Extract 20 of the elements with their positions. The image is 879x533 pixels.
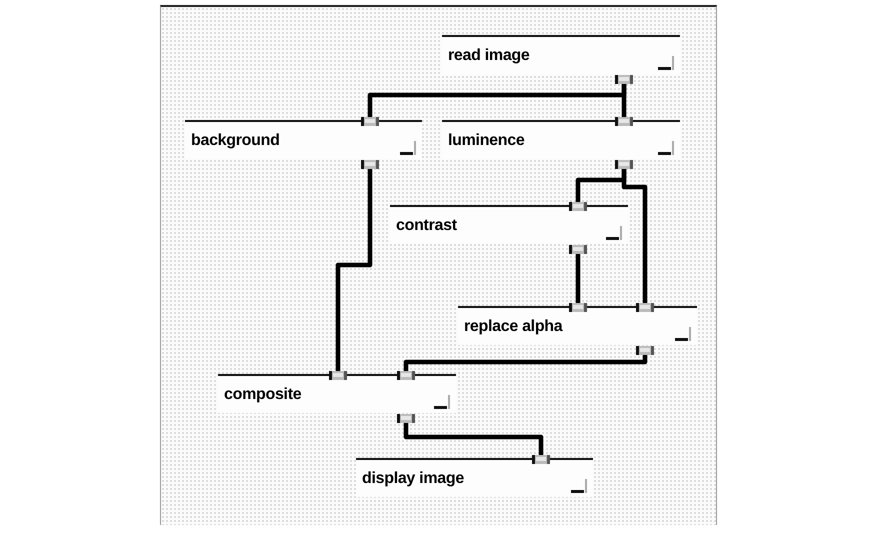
connector-line [404, 355, 648, 371]
module-label: background [191, 132, 280, 150]
module-box [356, 455, 593, 497]
module-label: display image [362, 470, 464, 488]
connector-line [576, 254, 580, 303]
module-box [442, 117, 680, 169]
connector-line [622, 84, 626, 117]
module-label: replace alpha [464, 318, 562, 336]
module-label: read image [448, 47, 530, 65]
module-label: luminence [448, 132, 524, 150]
module-box [458, 303, 697, 355]
connector-line [404, 423, 544, 455]
module-box [218, 371, 456, 423]
module-label: composite [224, 386, 302, 404]
module-label: contrast [396, 217, 457, 235]
connector-line [336, 169, 372, 371]
module-box [442, 32, 680, 84]
module-box [390, 202, 628, 254]
module-box [185, 117, 422, 169]
connector-line [622, 169, 648, 303]
